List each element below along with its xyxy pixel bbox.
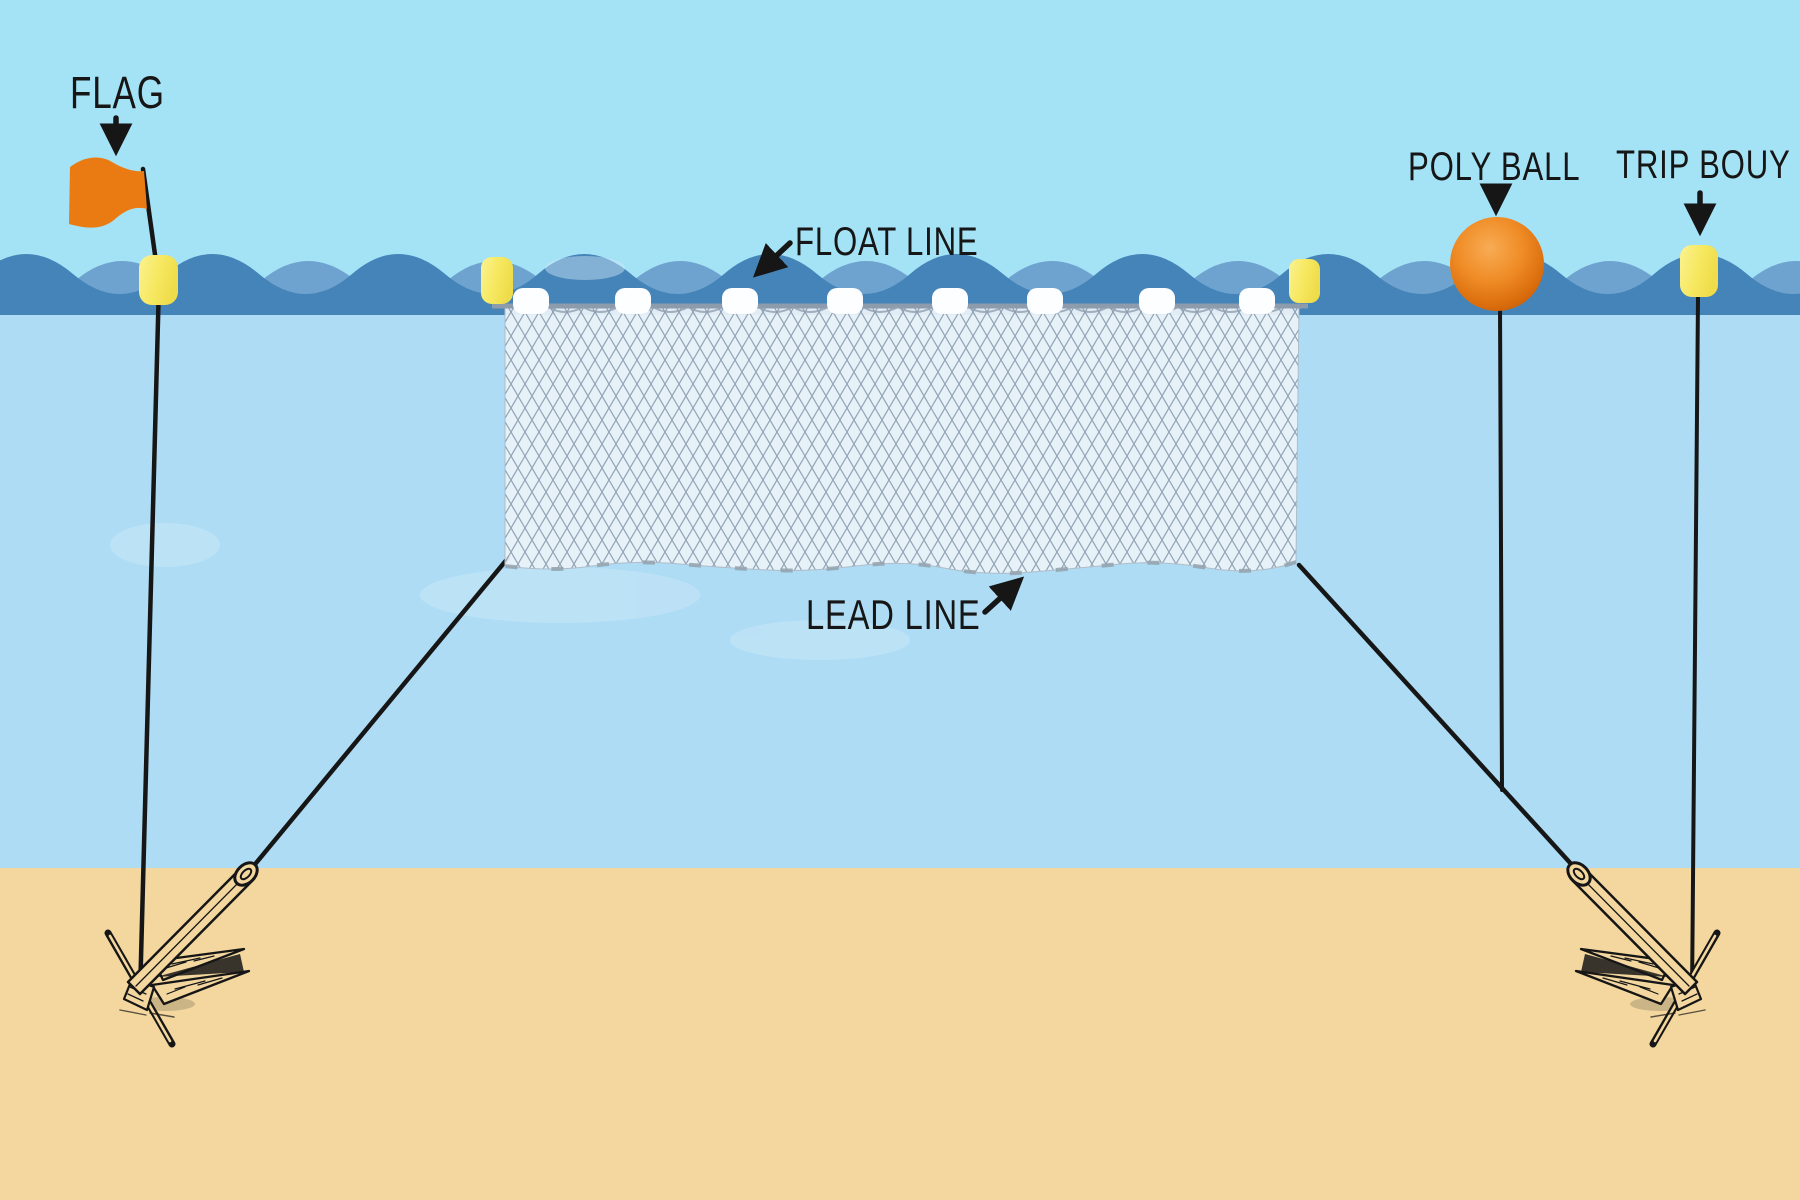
trip-buoy	[1680, 245, 1718, 297]
net-buoy-left	[481, 257, 513, 304]
trip-buoy-line	[1690, 295, 1700, 998]
net-mesh	[504, 306, 1300, 574]
gillnet	[492, 303, 1308, 576]
flag-icon	[69, 157, 147, 228]
flag-buoy	[139, 255, 178, 305]
yellow-buoys	[139, 245, 1718, 305]
seafloor	[0, 868, 1800, 1200]
net-floats	[513, 288, 1275, 314]
poly-ball-line	[1498, 302, 1504, 792]
net-float	[1239, 288, 1275, 314]
trip-bouy-label: TRIP BOUY	[1616, 143, 1791, 187]
anchor-left	[104, 861, 259, 1048]
float-line-arrow	[752, 240, 793, 278]
poly-ball	[1450, 217, 1544, 311]
net-float	[1027, 288, 1063, 314]
tether-lines	[137, 166, 1700, 999]
lead-line-label: LEAD LINE	[806, 591, 981, 638]
net-float	[722, 288, 758, 314]
lead-line-arrow	[982, 576, 1025, 615]
anchor-line-right	[1296, 562, 1586, 880]
net-float	[513, 288, 549, 314]
poly-ball-label: POLY BALL	[1408, 145, 1581, 189]
flag-label: FLAG	[70, 67, 165, 118]
net-float	[827, 288, 863, 314]
label-arrows	[99, 115, 1717, 615]
water-surface-wave-front	[0, 254, 1800, 320]
net-buoy-right	[1289, 259, 1320, 303]
anchor-line-left	[239, 555, 511, 883]
net-float	[932, 288, 968, 314]
float-line-label: FLOAT LINE	[795, 220, 979, 264]
net-float	[615, 288, 651, 314]
net-float	[1139, 288, 1175, 314]
